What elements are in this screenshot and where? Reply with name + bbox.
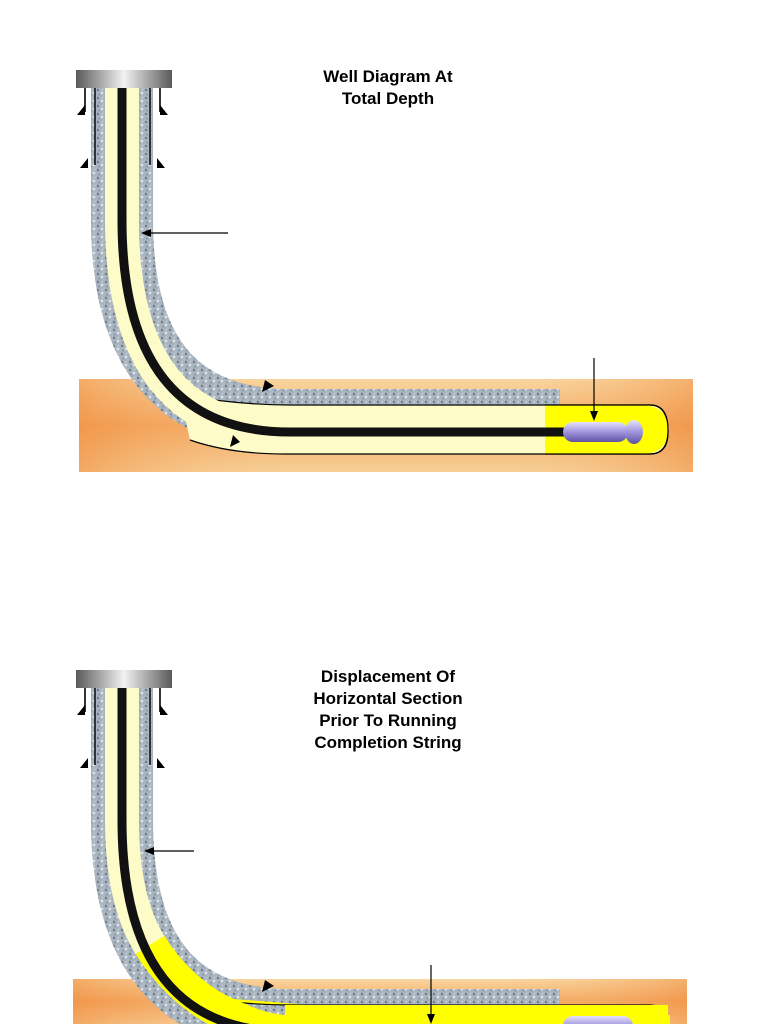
drill-bit <box>563 1016 633 1024</box>
title-line: Well Diagram At <box>323 67 453 86</box>
panel-displacement: Displacement Of Horizontal Section Prior… <box>0 600 768 1024</box>
drill-string <box>117 685 251 1024</box>
wellhead <box>76 670 172 688</box>
wellhead <box>76 70 172 88</box>
pointer-arrow-displacement <box>427 965 435 1024</box>
title-line: Prior To Running <box>319 711 457 730</box>
casing-shoe <box>77 705 85 715</box>
well-diagram-total-depth <box>76 70 693 472</box>
title-line: Total Depth <box>341 89 435 108</box>
displacement-fluid <box>135 935 670 1024</box>
panel-total-depth: Well Diagram At Total Depth <box>0 0 768 500</box>
pointer-arrow-drill-string <box>141 229 228 237</box>
well-diagram-displacement <box>73 670 687 1024</box>
title-line: Horizontal Section <box>313 689 463 708</box>
drill-bit <box>563 420 643 444</box>
panel-2-title: Displacement Of Horizontal Section Prior… <box>278 666 498 754</box>
cement-sheath <box>91 85 560 451</box>
pointer-arrow-bit <box>590 358 598 421</box>
title-line: Completion String <box>314 733 462 752</box>
title-line: Displacement Of <box>320 667 456 686</box>
pointer-arrow-drill-string <box>144 847 194 855</box>
panel-1-title: Well Diagram At Total Depth <box>278 66 498 110</box>
casing-shoe <box>77 105 85 115</box>
drill-string <box>117 85 570 437</box>
